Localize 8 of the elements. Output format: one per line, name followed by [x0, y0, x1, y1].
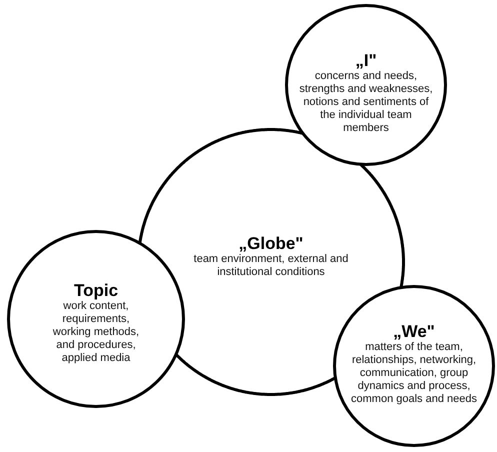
circle-heading: Topic	[74, 281, 118, 300]
circle-heading: „We"	[393, 322, 435, 341]
circle-heading: „Globe"	[238, 234, 304, 253]
circle-description: work content, requirements, working methods, and procedures, applied media	[52, 300, 140, 365]
circle-description: team environment, external and institutional conditions	[192, 253, 350, 279]
circle-description: matters of the team, relationships, networking, communication, group dynamics and process, common goals and needs	[350, 341, 478, 406]
circle-heading: „I"	[355, 51, 377, 70]
circle-description: concerns and needs, strengths and weaknesses, notions and sentiments of the individual team members	[298, 70, 434, 135]
